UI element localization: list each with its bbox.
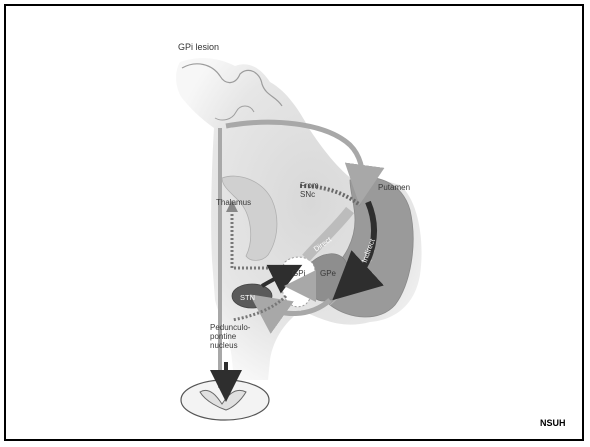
- ppn-line: pontine: [210, 332, 237, 341]
- stn-label: STN: [240, 293, 255, 302]
- footer-label: NSUH: [540, 418, 566, 428]
- gpe-label: GPe: [320, 269, 337, 278]
- from-snc-line: SNc: [300, 190, 315, 199]
- slide-title: GPi lesion: [178, 42, 219, 52]
- thalamus-label: Thalamus: [216, 198, 251, 207]
- from-snc-line: From: [300, 181, 319, 190]
- ppn-line: Pedunculo-: [210, 323, 251, 332]
- ppn-line: nucleus: [210, 341, 238, 350]
- putamen-label: Putamen: [378, 183, 410, 192]
- gpi-label: GPi: [292, 269, 306, 278]
